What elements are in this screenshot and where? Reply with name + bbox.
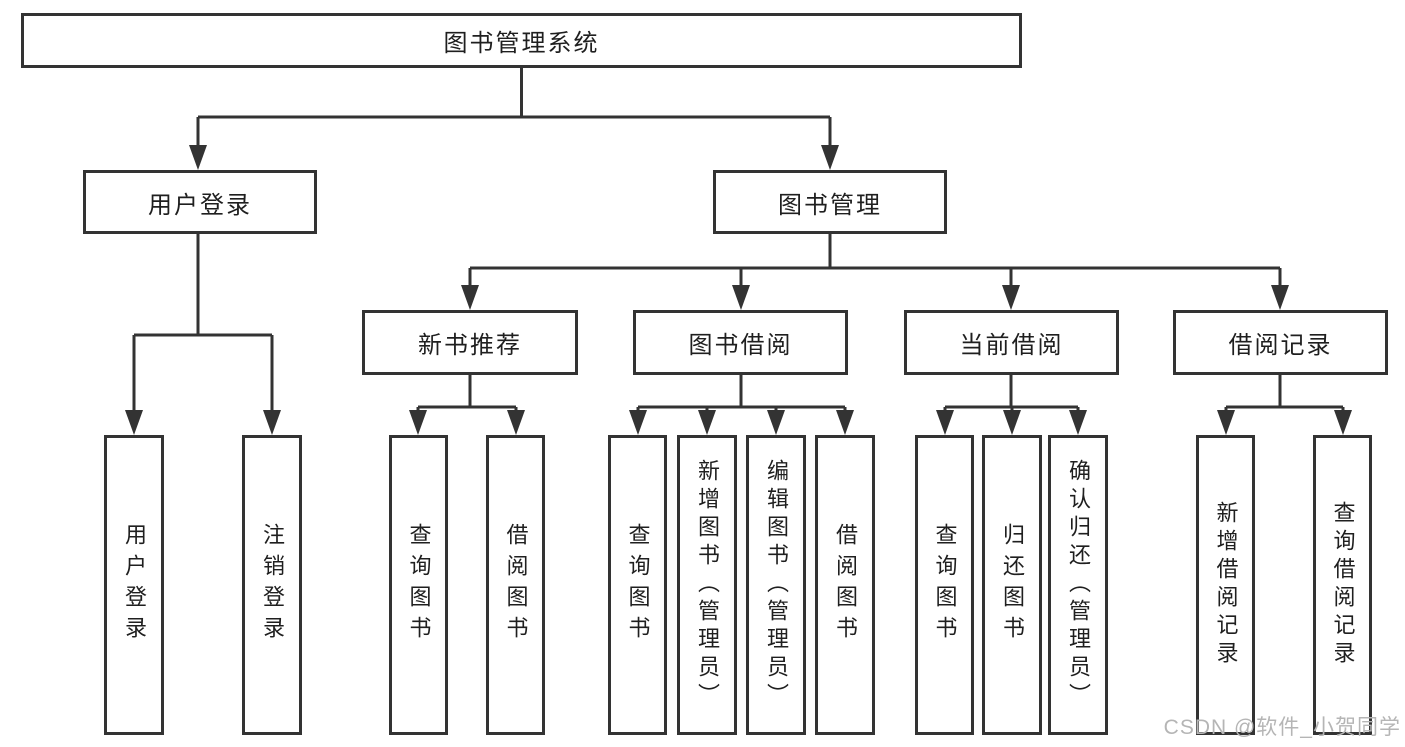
connector-user-login-branch: [132, 234, 274, 414]
arrowhead: [698, 410, 716, 435]
leaf-label: 编辑图书（管理员）: [764, 459, 789, 711]
leaf-logout: 注销登录: [242, 435, 302, 735]
connector-book-management-branch: [468, 234, 1282, 289]
leaf-label: 用户登录: [122, 523, 147, 647]
arrowhead: [1334, 410, 1352, 435]
leaf-label: 查询图书: [406, 523, 432, 647]
arrowhead: [461, 285, 479, 310]
arrowhead: [189, 145, 207, 170]
node-book-borrow: 图书借阅: [633, 310, 848, 375]
connector-root-branch: [196, 68, 832, 150]
arrowhead: [1003, 410, 1021, 435]
node-root-system: 图书管理系统: [21, 13, 1022, 68]
leaf-query-borrow-record: 查询借阅记录: [1313, 435, 1372, 735]
leaf-label: 查询图书: [932, 523, 958, 647]
arrowhead: [836, 410, 854, 435]
leaf-query-books-current: 查询图书: [915, 435, 974, 735]
node-label: 图书管理系统: [443, 30, 600, 57]
leaf-label: 借阅图书: [833, 523, 858, 647]
node-label: 借阅记录: [1228, 332, 1333, 359]
leaf-label: 新增借阅记录: [1213, 501, 1239, 669]
leaf-label: 查询图书: [625, 523, 651, 647]
arrowhead: [507, 410, 525, 435]
leaf-label: 新增图书（管理员）: [695, 459, 720, 711]
node-label: 用户登录: [148, 191, 252, 219]
node-label: 新书推荐: [418, 332, 522, 359]
arrowhead: [1217, 410, 1235, 435]
leaf-return-books: 归还图书: [982, 435, 1042, 735]
node-current-borrow: 当前借阅: [904, 310, 1119, 375]
arrowhead: [732, 285, 750, 310]
leaf-edit-books-admin: 编辑图书（管理员）: [746, 435, 806, 735]
leaf-label: 借阅图书: [503, 523, 529, 647]
node-user-login: 用户登录: [83, 170, 317, 234]
leaf-borrow-books-recommend: 借阅图书: [486, 435, 545, 735]
leaf-label: 注销登录: [260, 523, 285, 647]
leaf-add-borrow-record: 新增借阅记录: [1196, 435, 1255, 735]
arrowhead: [629, 410, 647, 435]
node-new-book-recommend: 新书推荐: [362, 310, 578, 375]
node-book-management: 图书管理: [713, 170, 947, 234]
leaf-confirm-return-admin: 确认归还（管理员）: [1048, 435, 1108, 735]
leaf-borrow-books: 借阅图书: [815, 435, 875, 735]
leaf-label: 确认归还（管理员）: [1066, 459, 1091, 711]
arrowhead: [767, 410, 785, 435]
node-label: 图书借阅: [688, 332, 793, 359]
leaf-query-books-recommend: 查询图书: [389, 435, 448, 735]
connector-book-borrow-branch: [636, 375, 847, 414]
node-label: 图书管理: [778, 191, 882, 219]
leaf-add-books-admin: 新增图书（管理员）: [677, 435, 737, 735]
arrowhead: [936, 410, 954, 435]
arrowhead: [263, 410, 281, 435]
node-label: 当前借阅: [959, 332, 1064, 359]
connector-new-book-branch: [416, 375, 518, 414]
arrowhead: [1002, 285, 1020, 310]
arrowhead: [1069, 410, 1087, 435]
connector-current-borrow-branch: [943, 375, 1080, 414]
arrowhead: [125, 410, 143, 435]
leaf-label: 归还图书: [1000, 523, 1025, 647]
connector-borrow-records-branch: [1224, 375, 1345, 414]
arrowhead: [409, 410, 427, 435]
node-borrow-records: 借阅记录: [1173, 310, 1388, 375]
leaf-label: 查询借阅记录: [1330, 501, 1356, 669]
arrowhead: [1271, 285, 1289, 310]
leaf-query-books-borrow: 查询图书: [608, 435, 667, 735]
leaf-user-login: 用户登录: [104, 435, 164, 735]
csdn-watermark: CSDN @软件_小贺同学: [1163, 716, 1401, 739]
arrowhead: [821, 145, 839, 170]
